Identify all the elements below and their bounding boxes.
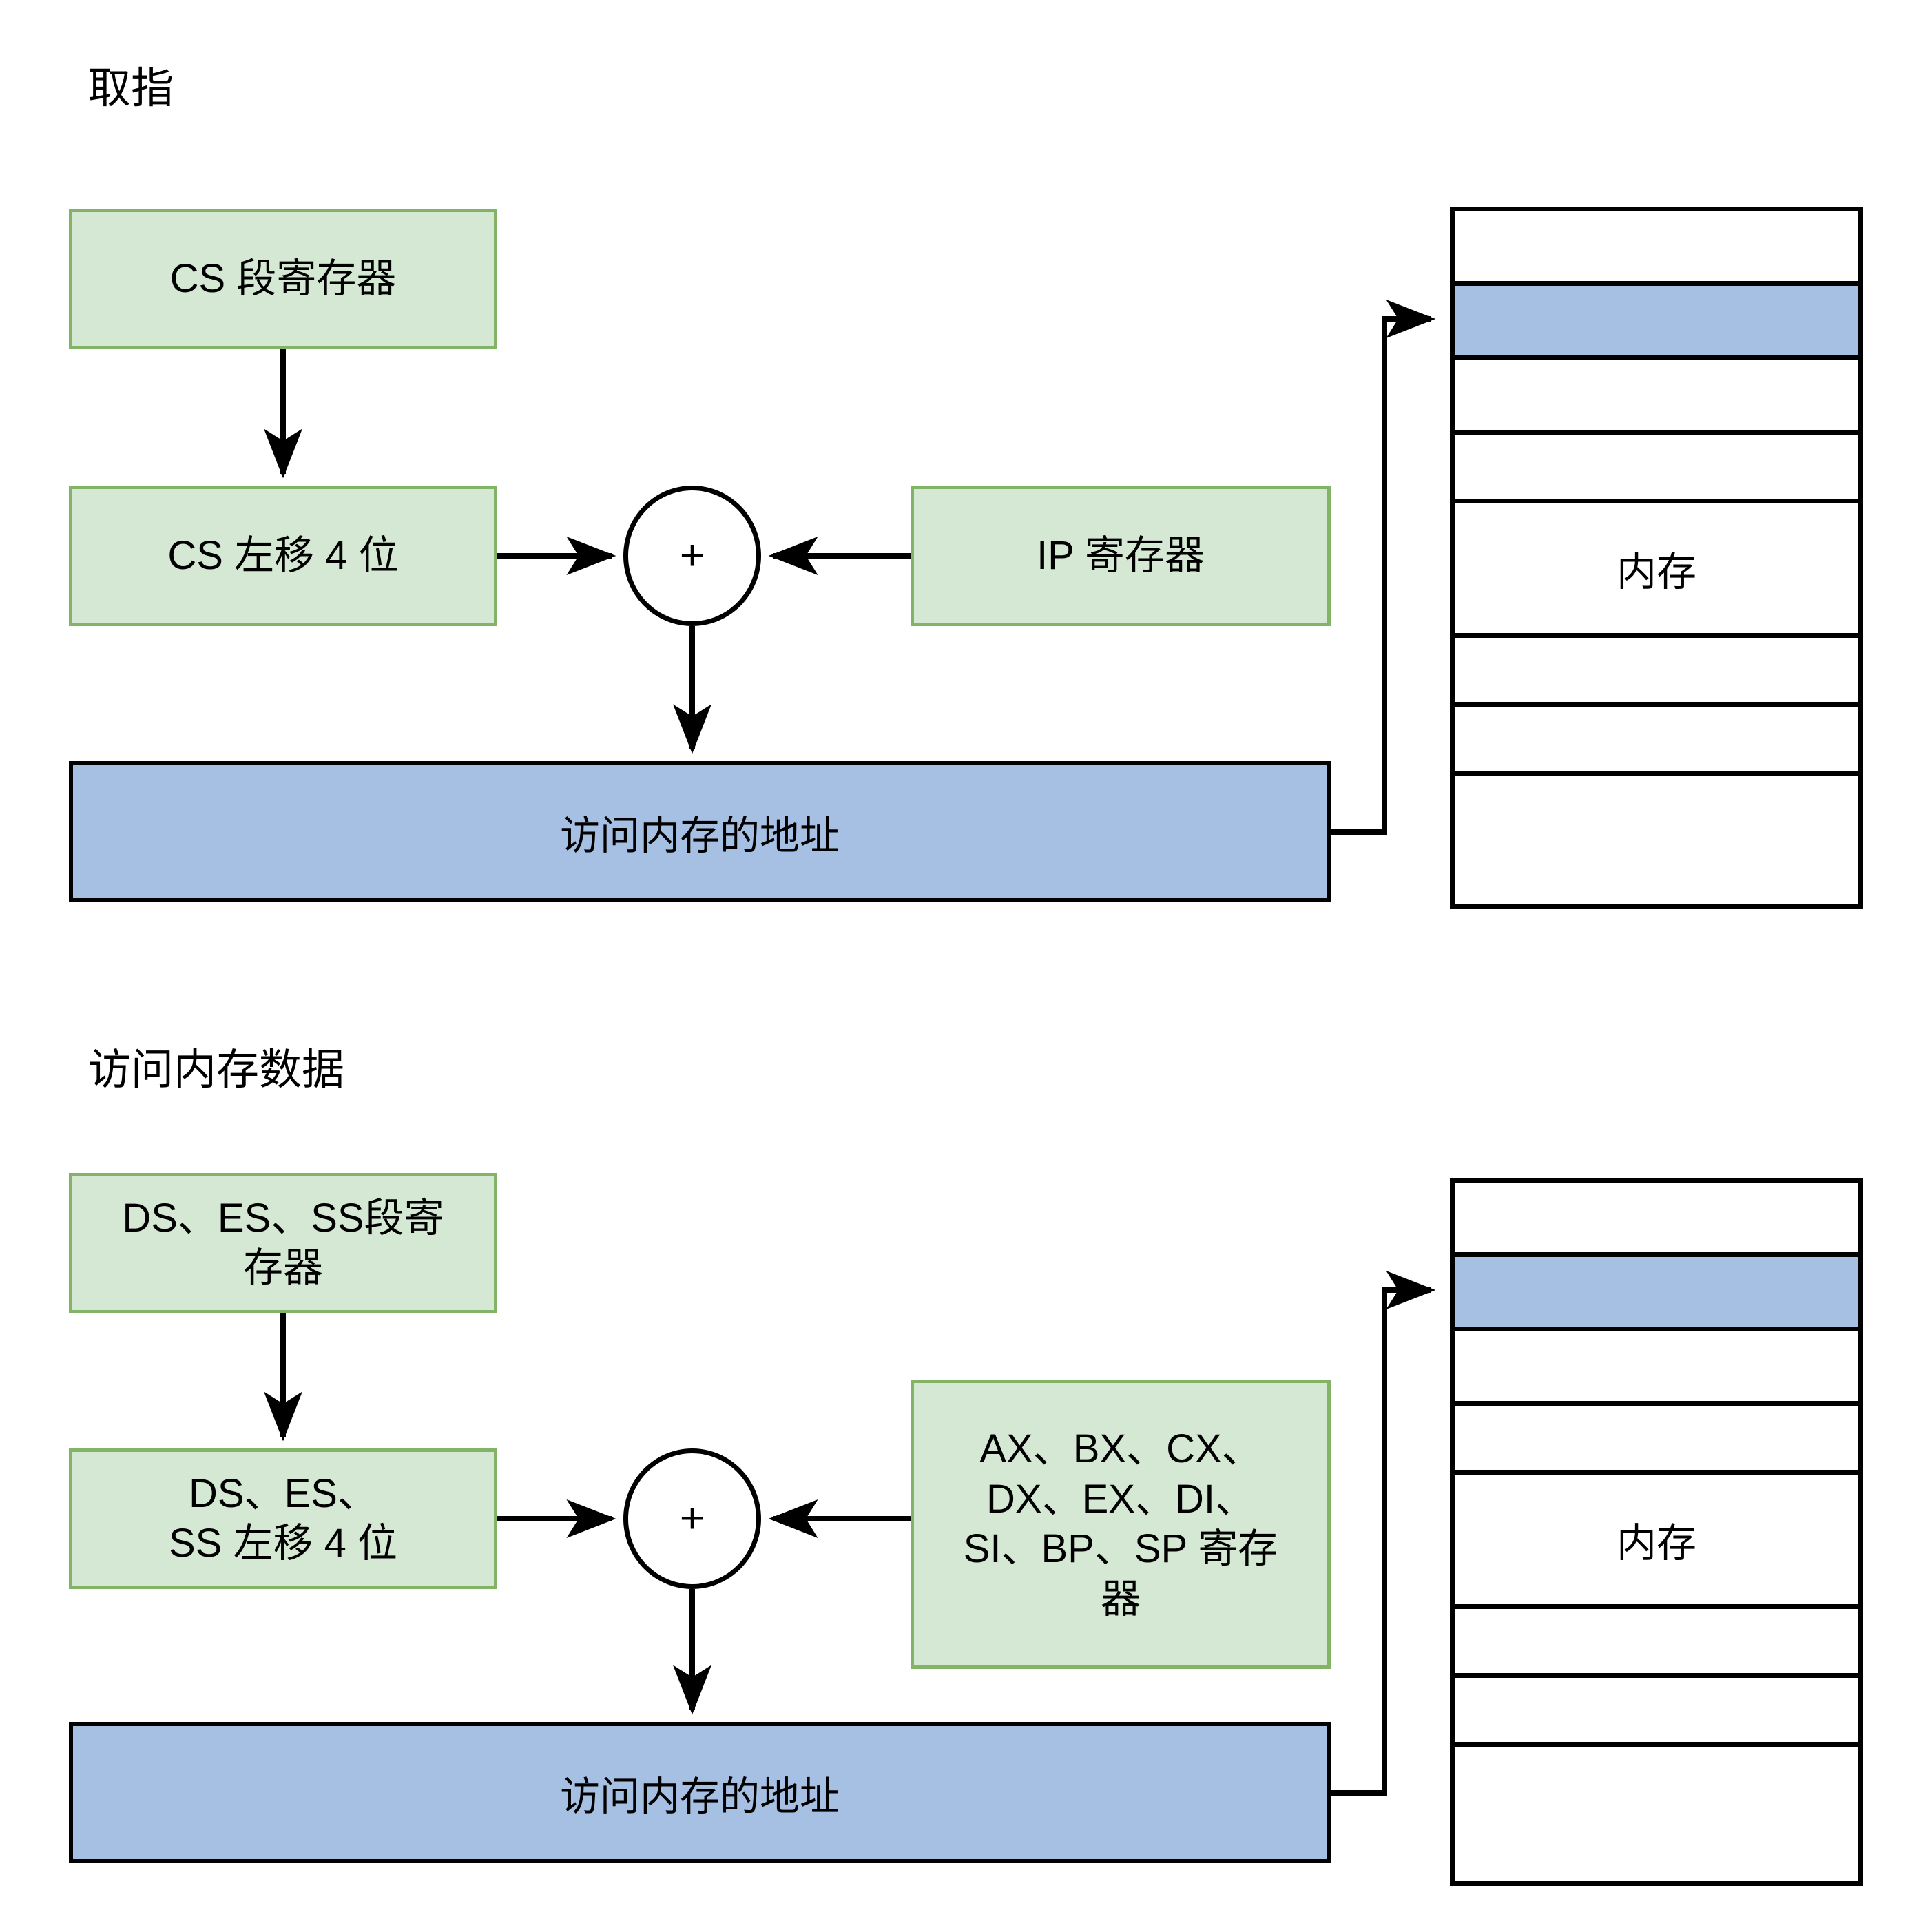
address-bar-data-label: 访问内存的地址 xyxy=(559,1774,840,1819)
adder-node-fetch: + xyxy=(623,486,761,626)
memory-table-fetch: 内存 xyxy=(1450,207,1863,909)
general-registers-box: AX、BX、CX、 DX、EX、DI、 SI、BP、SP 寄存 器 xyxy=(911,1380,1331,1669)
adder-symbol-data: + xyxy=(679,1495,705,1542)
memory-row xyxy=(1455,776,1858,844)
ip-register-label: IP 寄存器 xyxy=(1037,532,1205,578)
memory-row xyxy=(1455,1609,1858,1678)
ds-shift-line-2: SS 左移 4 位 xyxy=(169,1521,397,1566)
memory-table-data: 内存 xyxy=(1450,1178,1863,1886)
section-title-fetch: 取指 xyxy=(88,65,174,112)
cs-shift-label: CS 左移 4 位 xyxy=(167,532,399,578)
memory-row xyxy=(1455,1183,1858,1257)
address-bar-fetch: 访问内存的地址 xyxy=(69,761,1331,902)
memory-row xyxy=(1455,1406,1858,1475)
memory-row xyxy=(1455,1331,1858,1406)
memory-row-label: 内存 xyxy=(1455,503,1858,638)
adder-symbol-fetch: + xyxy=(679,532,705,579)
memory-label-data: 内存 xyxy=(1616,1521,1696,1566)
memory-row-highlighted xyxy=(1455,1257,1858,1331)
memory-row xyxy=(1455,211,1858,286)
cs-segment-register-label: CS 段寄存器 xyxy=(169,256,397,301)
adder-node-data: + xyxy=(623,1448,761,1589)
ip-register-box: IP 寄存器 xyxy=(911,486,1331,626)
memory-row xyxy=(1455,1747,1858,1816)
cs-segment-register-box: CS 段寄存器 xyxy=(69,209,497,349)
gpr-line-3: SI、BP、SP 寄存 xyxy=(963,1526,1278,1571)
memory-row xyxy=(1455,707,1858,776)
wire-address-to-memory-fetch xyxy=(1331,300,1436,835)
section-title-data-access: 访问内存数据 xyxy=(88,1046,345,1094)
memory-row-label: 内存 xyxy=(1455,1475,1858,1609)
memory-row xyxy=(1455,435,1858,503)
address-bar-data: 访问内存的地址 xyxy=(69,1722,1331,1863)
ds-segment-line-2: 存器 xyxy=(242,1245,323,1290)
ds-shift-line-1: DS、ES、 xyxy=(189,1471,377,1516)
ds-es-ss-shift-box: DS、ES、 SS 左移 4 位 xyxy=(69,1448,497,1589)
memory-label-fetch: 内存 xyxy=(1616,550,1696,594)
memory-row xyxy=(1455,638,1858,707)
gpr-line-4: 器 xyxy=(1100,1576,1141,1621)
memory-row-highlighted xyxy=(1455,286,1858,360)
memory-row xyxy=(1455,360,1858,435)
address-bar-fetch-label: 访问内存的地址 xyxy=(559,813,840,858)
ds-segment-line-1: DS、ES、SS段寄 xyxy=(122,1195,444,1240)
ds-es-ss-segment-register-box: DS、ES、SS段寄 存器 xyxy=(69,1173,497,1313)
wire-address-to-memory-data xyxy=(1331,1271,1436,1796)
gpr-line-1: AX、BX、CX、 xyxy=(979,1426,1262,1471)
memory-row xyxy=(1455,1678,1858,1747)
gpr-line-2: DX、EX、DI、 xyxy=(986,1476,1255,1521)
cs-shift-box: CS 左移 4 位 xyxy=(69,486,497,626)
